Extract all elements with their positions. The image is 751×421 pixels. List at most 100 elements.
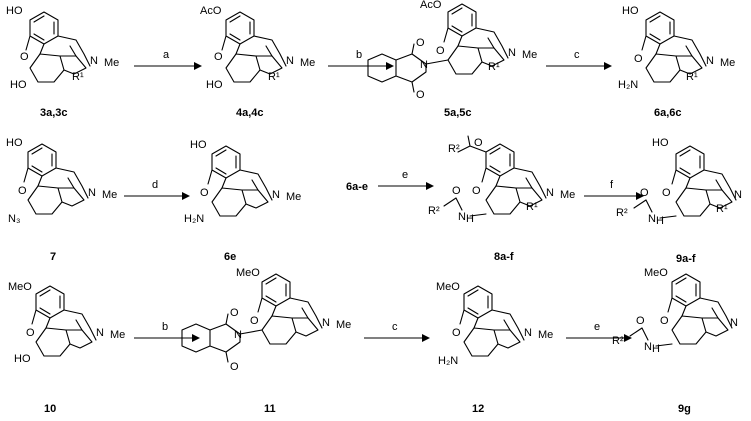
atom-r1: R¹ bbox=[526, 201, 538, 213]
atom-o: O bbox=[472, 185, 481, 197]
atom-r2: R² bbox=[428, 205, 440, 217]
compound-6a-6c: HO O N Me R¹ H₂N 6a,6c bbox=[618, 5, 735, 119]
atom-h2n: H₂N bbox=[438, 355, 458, 367]
compound-label: 8a-f bbox=[494, 251, 514, 263]
atom-nh: N bbox=[458, 211, 466, 223]
condition-label: d bbox=[152, 179, 158, 191]
reaction-arrow-f: f bbox=[584, 179, 644, 200]
atom-me: Me bbox=[102, 189, 117, 201]
atom-n: N bbox=[286, 55, 294, 67]
atom-ho-c6: HO bbox=[206, 79, 223, 91]
compound-label: 9g bbox=[678, 403, 691, 415]
atom-o: O bbox=[26, 327, 35, 339]
atom-aco: AcO bbox=[420, 0, 442, 11]
atom-n: N bbox=[234, 329, 242, 341]
reaction-arrow-a: a bbox=[134, 49, 202, 70]
compound-label: 4a,4c bbox=[236, 107, 264, 119]
reaction-arrow-e: e bbox=[378, 169, 434, 190]
condition-label: f bbox=[610, 179, 614, 191]
atom-me: Me bbox=[110, 329, 125, 341]
atom-me: Me bbox=[522, 49, 537, 61]
atom-n3: N₃ bbox=[8, 213, 20, 225]
compound-label: 6a,6c bbox=[654, 107, 682, 119]
atom-o: O bbox=[452, 327, 461, 339]
compound-label: 9a-f bbox=[676, 253, 696, 265]
atom-n: N bbox=[508, 47, 516, 59]
atom-h2n: H₂N bbox=[184, 213, 204, 225]
atom-me: Me bbox=[720, 57, 735, 69]
compound-7: HO O N Me N₃ 7 bbox=[6, 137, 117, 263]
atom-n: N bbox=[96, 327, 104, 339]
atom-r1: R¹ bbox=[72, 71, 84, 83]
atom-h2n: H₂N bbox=[618, 79, 638, 91]
compound-3a-3c: HO O N Me R¹ HO 3a,3c bbox=[6, 5, 119, 119]
atom-ho: HO bbox=[622, 5, 639, 17]
condition-label: c bbox=[574, 49, 580, 61]
atom-n: N bbox=[706, 55, 714, 67]
condition-label: c bbox=[392, 321, 398, 333]
atom-h: H bbox=[466, 213, 474, 225]
atom-n: N bbox=[88, 187, 96, 199]
atom-aco: AcO bbox=[200, 5, 222, 17]
atom-ho: HO bbox=[6, 5, 23, 17]
atom-nh: N bbox=[648, 213, 656, 225]
atom-h: H bbox=[656, 215, 664, 227]
atom-n: N bbox=[546, 187, 554, 199]
condition-label: b bbox=[356, 49, 362, 61]
atom-o: O bbox=[662, 187, 671, 199]
compound-8a-f: R² O O N Me R¹ O R² N H 8a-f bbox=[428, 135, 575, 263]
reaction-arrow-c: c bbox=[546, 49, 612, 70]
compound-9a-f: HO O N R¹ O R² N H 9a-f bbox=[616, 137, 742, 265]
atom-o: O bbox=[634, 53, 643, 65]
atom-me: Me bbox=[560, 189, 575, 201]
atom-r1: R¹ bbox=[686, 71, 698, 83]
compound-6e: HO O N Me H₂N 6e bbox=[184, 139, 301, 263]
atom-ho-c6: HO bbox=[14, 353, 31, 365]
atom-o: O bbox=[452, 185, 461, 197]
atom-n: N bbox=[322, 317, 330, 329]
compound-9g: MeO O N O R² N H 9g bbox=[612, 267, 738, 415]
condition-label: e bbox=[402, 169, 408, 181]
atom-o: O bbox=[474, 137, 483, 149]
atom-n: N bbox=[730, 317, 738, 329]
atom-n: N bbox=[420, 59, 428, 71]
compound-5a-5c: AcO O N Me R¹ O O N 5a,5c bbox=[367, 0, 537, 119]
condition-label: b bbox=[162, 321, 168, 333]
atom-meo: MeO bbox=[8, 281, 32, 293]
compound-6a-e-label: 6a-e bbox=[346, 181, 368, 193]
condition-label: e bbox=[594, 321, 600, 333]
atom-n: N bbox=[524, 327, 532, 339]
atom-o: O bbox=[416, 89, 425, 101]
atom-meo: MeO bbox=[644, 267, 668, 279]
atom-r1: R¹ bbox=[488, 61, 500, 73]
atom-o: O bbox=[436, 45, 445, 57]
condition-label: a bbox=[163, 49, 170, 61]
reaction-arrow-b-2: b bbox=[134, 321, 200, 342]
compound-11: MeO O N Me O O N 11 bbox=[181, 267, 351, 415]
atom-ho-c6: HO bbox=[10, 79, 27, 91]
atom-r1: R¹ bbox=[268, 71, 280, 83]
atom-r2: R² bbox=[612, 335, 624, 347]
atom-me: Me bbox=[336, 319, 351, 331]
atom-r2: R² bbox=[616, 207, 628, 219]
atom-r1: R¹ bbox=[716, 203, 728, 215]
atom-me: Me bbox=[104, 57, 119, 69]
atom-n: N bbox=[734, 189, 742, 201]
atom-n: N bbox=[90, 55, 98, 67]
atom-ho: HO bbox=[190, 139, 207, 151]
reaction-arrow-d: d bbox=[124, 179, 190, 200]
reaction-arrow-b: b bbox=[328, 49, 394, 70]
compound-12: MeO O N Me H₂N 12 bbox=[436, 281, 553, 415]
compound-4a-4c: AcO O N Me R¹ HO 4a,4c bbox=[200, 5, 315, 119]
compound-label: 10 bbox=[44, 403, 56, 415]
atom-o: O bbox=[660, 315, 669, 327]
atom-o: O bbox=[18, 185, 27, 197]
atom-n: N bbox=[272, 189, 280, 201]
atom-o: O bbox=[214, 51, 223, 63]
atom-ho: HO bbox=[6, 137, 23, 149]
compound-label: 7 bbox=[50, 251, 56, 263]
atom-r2: R² bbox=[448, 143, 460, 155]
reaction-arrow-c-2: c bbox=[364, 321, 430, 342]
compound-label: 12 bbox=[472, 403, 484, 415]
